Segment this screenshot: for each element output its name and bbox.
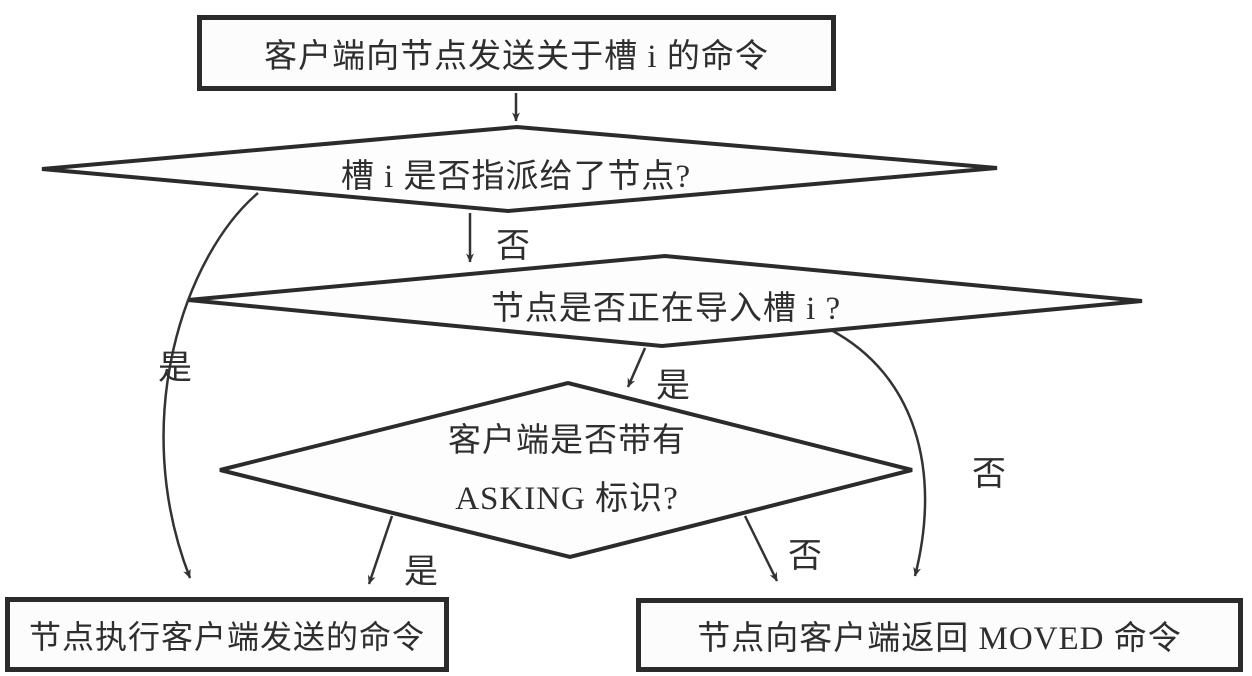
edge-label-importing-no: 否 xyxy=(972,456,1006,493)
decision-asking-label: 客户端是否带有 ASKING 标识? xyxy=(267,412,867,528)
edge-importing-no-to-moved xyxy=(830,328,927,577)
execute-command-node: 节点执行客户端发送的命令 xyxy=(5,597,449,672)
edge-label-asking-no: 否 xyxy=(788,538,822,575)
start-node: 客户端向节点发送关于槽 i 的命令 xyxy=(197,15,836,91)
edge-label-slot-assigned-yes: 是 xyxy=(158,350,192,387)
edge-asking-no-to-moved xyxy=(743,515,779,582)
return-moved-node: 节点向客户端返回 MOVED 命令 xyxy=(636,598,1243,672)
execute-command-label: 节点执行客户端发送的命令 xyxy=(28,618,425,655)
decision-asking-label-line1: 客户端是否带有 xyxy=(448,423,686,459)
decision-importing-label: 节点是否正在导入槽 i ? xyxy=(490,291,842,327)
decision-asking-label-line2: ASKING 标识? xyxy=(455,481,679,517)
edge-slot-assigned-yes-to-execute xyxy=(162,192,259,579)
diamond-asking-shape xyxy=(219,380,913,560)
diamond-importing-shape xyxy=(187,253,1143,349)
edge-label-asking-yes: 是 xyxy=(404,554,438,591)
decision-slot-assigned-label: 槽 i 是否指派给了节点? xyxy=(340,159,692,195)
return-moved-label: 节点向客户端返回 MOVED 命令 xyxy=(697,621,1182,657)
edge-label-slot-assigned-no: 否 xyxy=(496,228,530,265)
edge-label-importing-yes: 是 xyxy=(656,368,690,405)
edge-importing-yes-to-asking xyxy=(626,347,647,388)
diamond-slot-assigned-shape xyxy=(41,124,998,214)
start-node-label: 客户端向节点发送关于槽 i 的命令 xyxy=(264,39,769,75)
edge-asking-yes-to-execute xyxy=(367,515,394,585)
